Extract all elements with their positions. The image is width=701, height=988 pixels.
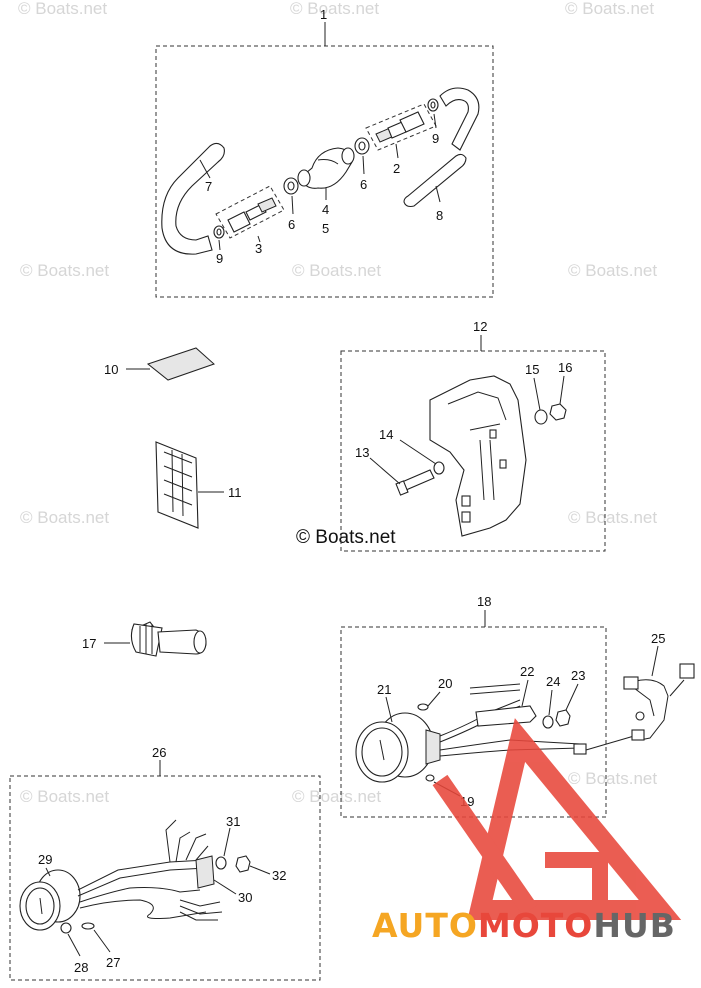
bulb-28 [60,922,72,934]
watermark-text: © Boats.net [18,0,107,18]
decal-10 [146,347,215,381]
bulb-19 [425,774,435,782]
callout-23: 23 [571,668,585,683]
bulb-20 [417,703,429,711]
washer-15 [534,409,548,425]
callout-25: 25 [651,631,665,646]
callout-11: 11 [228,485,242,500]
callout-18: 18 [477,594,491,609]
watermark-text: © Boats.net [568,769,657,788]
callout-31: 31 [226,814,240,829]
callout-14: 14 [379,427,393,442]
watermark-text: © Boats.net [568,261,657,280]
washer-24 [542,715,554,729]
fuel-hose-8 [403,153,467,208]
connector-25-b [679,663,695,679]
washer-14 [433,461,445,475]
callout-3: 3 [255,241,262,256]
callout-30: 30 [238,890,252,905]
callout-5: 5 [322,221,329,236]
watermark-text: © Boats.net [290,0,379,18]
brand-text-hub: HUB [593,906,676,945]
callout-12: 12 [473,319,487,334]
gauge-wires [439,699,581,757]
callout-17: 17 [82,636,96,651]
connector-25-a [623,676,639,690]
automotohub-logo [432,718,682,920]
callout-22: 22 [520,664,534,679]
brand-text-moto: MOTO [478,906,593,945]
group-26-box [9,775,321,981]
brand-text-auto: AUTO [372,906,478,945]
callout-28: 28 [74,960,88,975]
callout-6-right: 6 [360,177,367,192]
callout-4: 4 [322,202,329,217]
fuel-hose-right [439,87,480,151]
callout-27: 27 [106,955,120,970]
group-18-box [340,626,607,818]
callout-8: 8 [436,208,443,223]
bolt-13 [401,469,435,491]
bulb-27 [81,922,95,930]
washer-31 [215,856,227,870]
watermark-text: © Boats.net [565,0,654,18]
callout-7: 7 [205,179,212,194]
callout-2: 2 [393,161,400,176]
mounting-bracket [429,375,527,537]
watermark-center-text: © Boats.net [296,527,396,548]
watermark-text: © Boats.net [20,787,109,806]
callout-9-right: 9 [432,131,439,146]
watermark-text: © Boats.net [292,787,381,806]
nut-16 [549,403,567,421]
watermark-text: © Boats.net [292,261,381,280]
brand-logo-text: AUTOMOTOHUB [372,906,676,945]
watermark-text: © Boats.net [20,508,109,527]
callout-13: 13 [355,445,369,460]
callout-15: 15 [525,362,539,377]
sender-30 [195,855,215,889]
bracket-22 [475,705,537,727]
group-12-box [340,350,606,552]
connector-18 [573,743,587,755]
gauge-29-harness [77,859,207,919]
callout-6-left: 6 [288,217,295,232]
watermark-text: © Boats.net [568,508,657,527]
connector-3 [227,211,251,233]
callout-10: 10 [104,362,118,377]
nut-23 [555,709,571,727]
callout-24: 24 [546,674,560,689]
nut-32 [235,855,251,873]
callout-32: 32 [272,868,286,883]
callout-21: 21 [377,682,391,697]
callout-9-left: 9 [216,251,223,266]
callout-29: 29 [38,852,52,867]
callout-16: 16 [558,360,572,375]
fuel-hose-7 [161,142,225,255]
callout-26: 26 [152,745,166,760]
callout-20: 20 [438,676,452,691]
callout-1: 1 [320,7,327,22]
watermark-text: © Boats.net [20,261,109,280]
